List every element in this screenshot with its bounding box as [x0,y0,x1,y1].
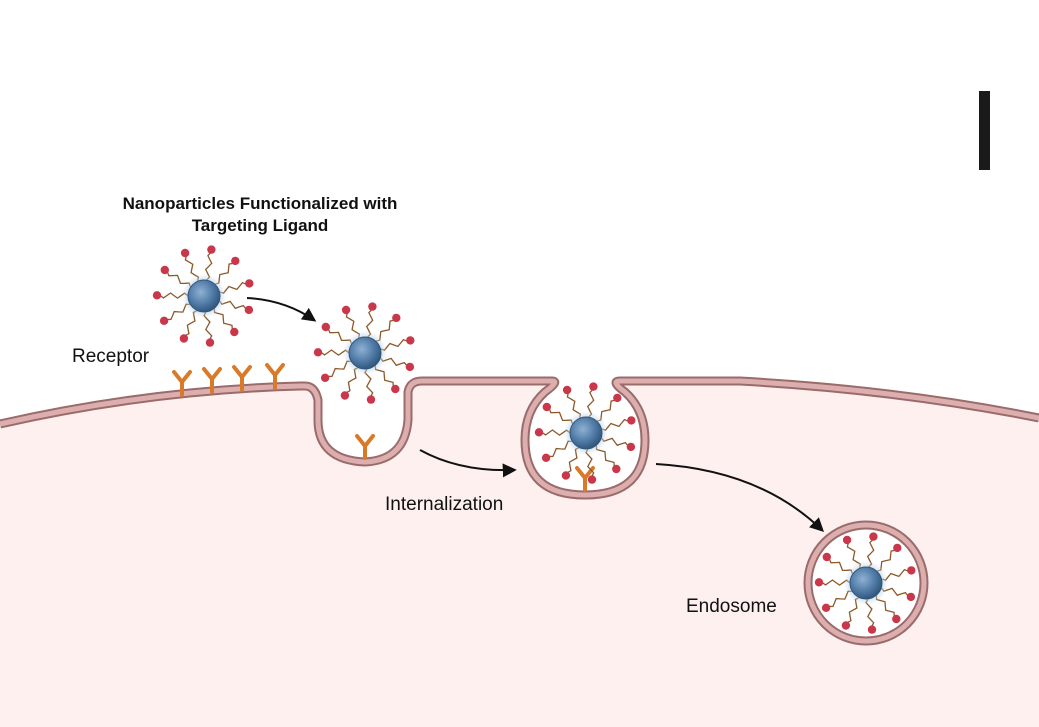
ligand-head [869,532,878,541]
ligand-head [244,305,254,315]
ligand-head [321,322,330,332]
arrow-to-endosome [655,463,825,532]
receptor-pit [355,434,375,460]
receptor-1 [172,370,192,397]
ligand-head [626,442,636,452]
internalization-label: Internalization [385,494,504,515]
ligand-head [541,453,551,462]
ligand-head [562,385,572,395]
ligand-head [561,471,571,480]
ligand-head [612,464,621,474]
ligand-head [391,384,400,394]
ligand-head [341,305,351,315]
ligand-head [366,395,376,404]
receptor-3 [232,365,252,392]
scale-bar [979,91,990,170]
ligand-head [534,428,544,437]
receptor-4 [265,363,285,390]
nanoparticle-core [348,336,382,370]
nanoparticle-free [152,245,254,347]
ligand-head [906,592,916,602]
ligand-head [405,362,415,372]
ligand-head [627,416,636,425]
nanoparticle-core [187,279,221,313]
nanoparticle-core [569,416,603,450]
ligand-head [587,475,597,484]
nanoparticle-core [849,566,883,600]
ligand-head [893,543,902,553]
ligand-head [320,373,330,382]
ligand-head [205,338,215,347]
ligand-head [841,621,851,630]
ligand-head [589,382,598,391]
ligand-head [821,603,831,612]
ligand-head [152,291,162,300]
endosome-label: Endosome [686,596,777,617]
cytoplasm [0,381,1039,727]
ligand-head [392,313,401,323]
arrow-binding [246,297,317,322]
ligand-head [867,625,877,634]
nanoparticle-binding [313,302,415,404]
nanoparticle-vesicle [534,382,636,484]
ligand-head [822,552,831,562]
ligand-head [180,248,190,258]
nanoparticle-endosome [814,532,916,634]
ligand-head [313,348,323,357]
title-line-1: Nanoparticles Functionalized with [122,194,398,213]
receptor-label: Receptor [72,346,150,367]
receptor-vesicle [575,466,595,492]
ligand-head [207,245,216,254]
ligand-head [340,391,350,400]
ligand-head [907,566,916,575]
ligand-head [406,336,415,345]
ligand-head [230,327,239,337]
ligand-head [542,402,551,412]
diagram-title: Nanoparticles Functionalized with Target… [80,193,440,237]
title-line-2: Targeting Ligand [191,216,329,235]
receptors-group [172,363,595,492]
arrow-internalization [419,449,517,478]
ligand-head [179,334,189,343]
ligand-head [892,614,901,624]
ligand-head [842,535,852,545]
ligand-head [245,279,254,288]
ligand-head [814,578,824,587]
ligand-head [159,316,169,325]
ligand-head [368,302,377,311]
ligand-head [613,393,622,403]
ligand-head [160,265,169,275]
receptor-2 [202,367,222,394]
ligand-head [231,256,240,266]
